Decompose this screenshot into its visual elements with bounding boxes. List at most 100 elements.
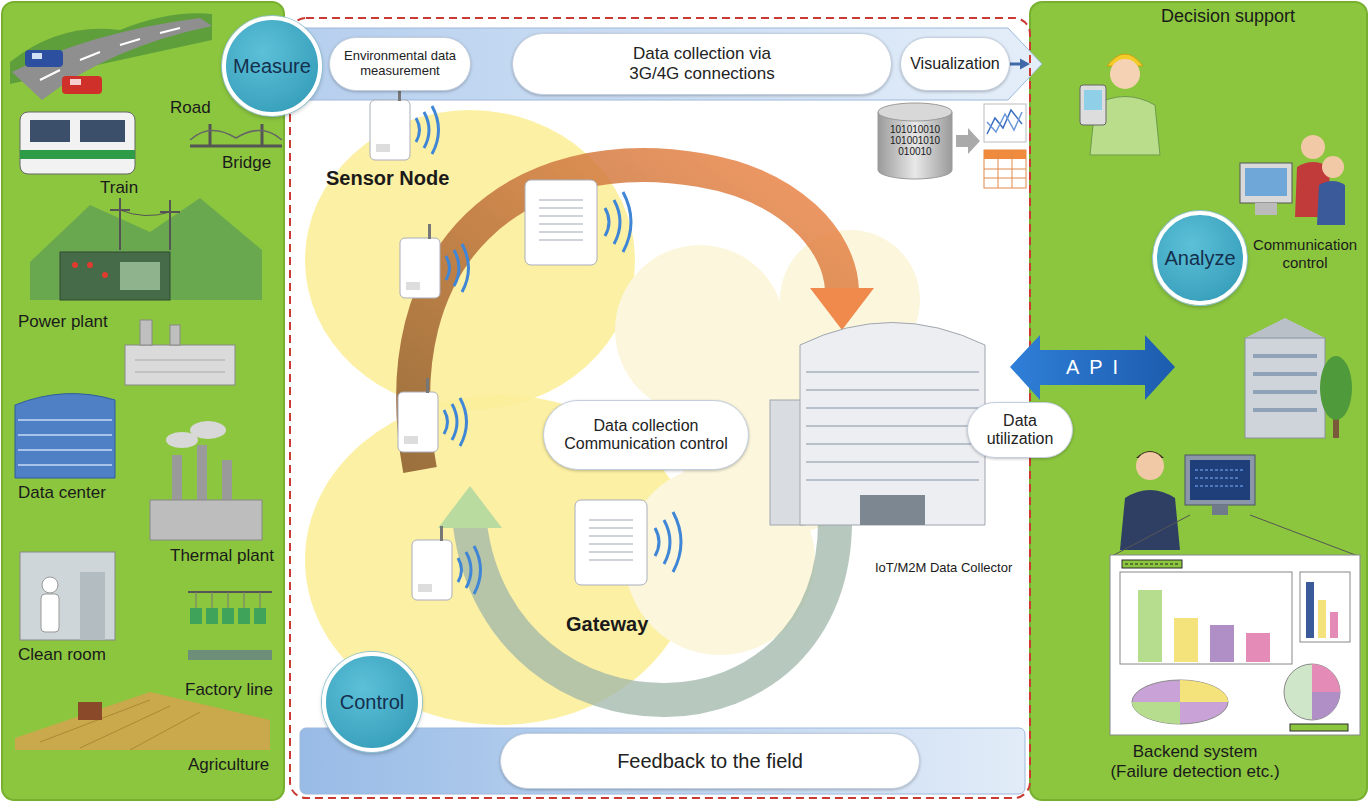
field-label: Agriculture [188, 755, 269, 775]
substation-icon [102, 272, 108, 278]
process-pill: Data collection Communication control [543, 400, 749, 470]
report-sheet [1306, 582, 1314, 638]
factory-line-icon [196, 592, 260, 608]
report-sheet [1122, 560, 1182, 568]
database [984, 150, 1026, 188]
stage-circle: Analyze [1153, 211, 1246, 304]
gateway-device [575, 500, 681, 585]
field-label: Data center [18, 483, 106, 503]
sensor-node-device [412, 526, 481, 600]
sensor-node-device [458, 546, 481, 594]
clean-room-icon [20, 552, 115, 640]
desk-person [1185, 455, 1255, 505]
data-center-icon [18, 420, 112, 465]
company-building [1245, 318, 1325, 338]
field-label: Train [100, 178, 138, 198]
report-sheet [1246, 633, 1270, 662]
agriculture-icon [15, 692, 270, 750]
road-icon [10, 13, 212, 100]
pill-text: Data utilization [978, 412, 1062, 449]
report-sheet [1312, 664, 1340, 692]
return-arrow [470, 515, 835, 700]
sensor-node-device [370, 100, 410, 160]
substation-icon [30, 198, 262, 300]
thermal-plant-icon [190, 421, 226, 439]
desk-person [1120, 490, 1180, 550]
report-sheet [1138, 590, 1162, 662]
return-arrow [438, 486, 502, 528]
desk-person [1136, 452, 1164, 480]
backend-panel: Decision supportCommunication controlBac… [1030, 0, 1369, 802]
device-label: Sensor Node [326, 166, 449, 190]
road-icon [25, 50, 63, 67]
decision-support-person [1080, 85, 1106, 125]
sensor-node-device [416, 106, 439, 154]
operators-person [1322, 156, 1344, 178]
sensor-node-device [440, 526, 443, 541]
clean-room-icon [41, 594, 59, 632]
database [984, 150, 1026, 159]
clean-room-icon [20, 552, 115, 640]
backend-panel-ground [1030, 2, 1367, 800]
uplink-arrow [810, 288, 874, 330]
report-sheet [1120, 572, 1292, 664]
factory-line-icon [188, 592, 272, 660]
feedback-band [300, 728, 1025, 794]
factory-line-icon [188, 591, 272, 593]
sensor-node-device [370, 86, 439, 160]
factory-line-icon [238, 608, 250, 624]
collector-label: IoT/M2M Data Collector [875, 560, 1012, 576]
report-sheet [1312, 692, 1340, 720]
pill-text: Data collection via 3G/4G connections [612, 44, 792, 83]
thermal-plant-icon [222, 460, 232, 505]
factory-line-icon [206, 608, 218, 624]
factory-icon [170, 325, 180, 345]
decision-support-person [1080, 54, 1160, 155]
data-bits: 101010010 101001010 010010 [885, 124, 945, 157]
region-border [290, 18, 1030, 798]
sensor-node-device [418, 584, 432, 592]
report-sheet [1125, 564, 1179, 565]
report-sheet [1110, 555, 1360, 735]
data-center-icon [15, 394, 115, 478]
api-label: API [1040, 355, 1144, 379]
bridge-icon [190, 130, 282, 140]
database [878, 103, 1026, 188]
clean-room-icon [80, 572, 105, 640]
region-border [290, 18, 1030, 798]
field-label: Bridge [222, 153, 271, 173]
factory-icon [125, 320, 235, 385]
field-panel: RoadBridgeTrainPower plantData centerThe… [0, 0, 285, 802]
operators-person [1301, 135, 1325, 159]
sensor-node-device [406, 282, 420, 290]
factory-icon [125, 345, 235, 385]
stage-label: Control [340, 691, 404, 714]
leader-line [1112, 515, 1358, 556]
sensor-node-device [404, 436, 418, 444]
sensor-node-device [400, 238, 440, 298]
panel-label: Backend system (Failure detection etc.) [1106, 742, 1284, 783]
collector-building [770, 323, 985, 526]
gateway-device [655, 512, 681, 572]
field-label: Factory line [185, 680, 273, 700]
bridge-icon [190, 124, 282, 146]
database [984, 150, 1026, 188]
field-label: Road [170, 98, 211, 118]
sensor-node-device [426, 378, 429, 393]
agriculture-icon [78, 702, 102, 720]
report-sheet [1180, 680, 1228, 702]
database [987, 110, 1022, 134]
field-panel-ground [2, 2, 284, 800]
sensor-node-device [444, 398, 467, 446]
data-center-icon [15, 394, 115, 478]
field-panel-ground [2, 2, 284, 800]
company-building [1245, 338, 1325, 438]
agriculture-icon [40, 700, 200, 750]
gateway-device [575, 500, 647, 585]
report-sheet [1174, 618, 1198, 662]
database [878, 112, 952, 179]
train-icon [80, 120, 125, 142]
process-pill: Data collection via 3G/4G connections [512, 33, 892, 95]
